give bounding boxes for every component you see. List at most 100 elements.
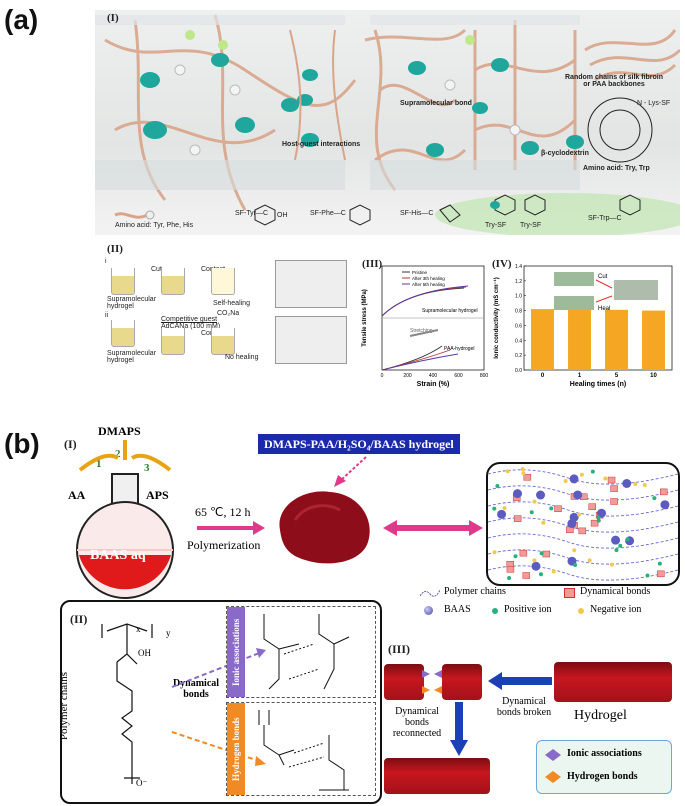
negative-ion-icon [578, 608, 584, 614]
beaker-4 [111, 320, 135, 347]
network-negative-ion [551, 569, 556, 574]
chart4-xtick: 10 [650, 373, 657, 379]
network-baas [622, 479, 632, 489]
chart3-stretching: Stretching [410, 328, 433, 334]
down-arrow [450, 702, 468, 756]
bonds-broken-label: Dynamical bonds broken [496, 696, 552, 718]
pointer-arrow [334, 456, 367, 487]
polymerization-label: Polymerization [187, 538, 261, 552]
network-bond [659, 488, 668, 496]
chart4-inset-2 [554, 296, 594, 310]
try-sf-2: Try-SF [520, 222, 542, 229]
chart4-heal-label: Heal [598, 306, 610, 312]
panel-a-IV-label: (IV) [492, 258, 512, 270]
network-bond [519, 549, 528, 557]
network-bond [657, 570, 665, 578]
intact-hydrogel [554, 662, 672, 702]
supramolecular-bond-label: Supramolecular bond [400, 100, 472, 107]
panel-a-I-label: (I) [107, 12, 119, 24]
chart4-ytick: 1.0 [515, 294, 522, 300]
chart4-bar [642, 310, 665, 370]
sf-his: SF-His—C [400, 210, 434, 217]
chart4-ytick: 0.8 [515, 309, 522, 315]
network-negative-ion [532, 558, 537, 563]
panel-b-legend: Polymer chains Dynamical bonds BAAS Posi… [416, 584, 684, 624]
chart4-bar [605, 309, 628, 370]
chart4-heal-arrow [595, 295, 613, 303]
chart3-legend-text: After 5th healing [412, 282, 445, 287]
beaker-5 [161, 328, 185, 355]
network-positive-ion [596, 518, 601, 523]
legend-ionic: Ionic associations [567, 748, 642, 759]
broken-bonds-icons [422, 670, 442, 694]
beaker-6 [211, 328, 235, 355]
network-negative-ion [633, 482, 638, 487]
double-arrow [383, 520, 483, 536]
network-negative-ion [577, 512, 582, 517]
network-positive-ion [513, 554, 518, 559]
network-baas [512, 489, 522, 499]
step-2: 2 [115, 448, 121, 460]
polymer-structure [101, 623, 153, 784]
chart3-xtick: 0 [381, 373, 384, 379]
co2na-label: CO₂Na [217, 310, 240, 317]
chart3-xtick: 200 [403, 373, 412, 379]
dynamical-bond-icon [564, 588, 575, 598]
chart3-lower-label: PAA-hydrogel [444, 346, 474, 352]
network-negative-ion [579, 472, 584, 477]
chart4-bar [531, 309, 554, 370]
schematic-i [275, 260, 347, 308]
network-bond [610, 498, 618, 505]
network-negative-ion [532, 499, 537, 504]
network-negative-ion [642, 483, 647, 488]
chart3-legend-text: After 3th healing [412, 276, 445, 281]
baas-icon [424, 606, 433, 615]
network-baas [660, 500, 670, 510]
network-positive-ion [614, 548, 619, 553]
sf-trp: SF-Trp—C [588, 215, 622, 222]
oh-label-b: OH [138, 648, 151, 658]
network-bond [554, 505, 562, 513]
network-schematic [486, 462, 680, 586]
network-positive-ion [596, 515, 601, 520]
chart3-lower-series [381, 353, 459, 371]
supra-hydrogel-1: Supramolecular hydrogel [107, 296, 157, 310]
step-3: 3 [144, 462, 150, 474]
chart3-xtick: 400 [429, 373, 438, 379]
chart4-ytick: 0.2 [515, 353, 522, 359]
legend-positive-ion: Positive ion [504, 604, 552, 615]
network-negative-ion [521, 471, 526, 476]
network-positive-ion [657, 561, 662, 566]
sf-tyr: SF-Tyr—C [235, 210, 269, 217]
network-negative-ion [609, 562, 614, 567]
ionic-structure [263, 614, 350, 690]
hydrogen-structure [258, 710, 349, 791]
chart4-inset-1 [554, 272, 594, 286]
network-negative-ion [502, 506, 507, 511]
chart4-ytick: 0.4 [515, 338, 522, 344]
panel-a-II-label: (II) [107, 243, 123, 255]
panel-b-label: (b) [4, 428, 40, 459]
network-negative-ion [603, 476, 608, 481]
chart4-ytick: 0.0 [515, 368, 522, 374]
network-chain [488, 533, 678, 549]
chart3-stretch-arrow [409, 329, 439, 337]
bond-legend: Ionic associations Hydrogen bonds [536, 740, 672, 794]
chart3-upper-label: Supramolecular hydrogel [422, 308, 478, 314]
baas-aq-label: BAAS aq [90, 548, 146, 563]
competitive-guest: Competitive guest [161, 316, 218, 323]
network-bond [513, 515, 522, 522]
panel-b-III: (III) Hydrogel Dynamical bonds broken Dy… [384, 640, 680, 798]
network-baas [597, 508, 607, 518]
chart4-cut-label: Cut [598, 274, 608, 280]
network-positive-ion [507, 575, 512, 580]
ionic-associations-label: Ionic associations [227, 607, 245, 697]
network-positive-ion [573, 562, 578, 567]
chart4-frame [523, 265, 673, 371]
legend-hydrogen: Hydrogen bonds [567, 771, 638, 782]
chart3-ylabel: Tensile stress (MPa) [362, 289, 368, 347]
